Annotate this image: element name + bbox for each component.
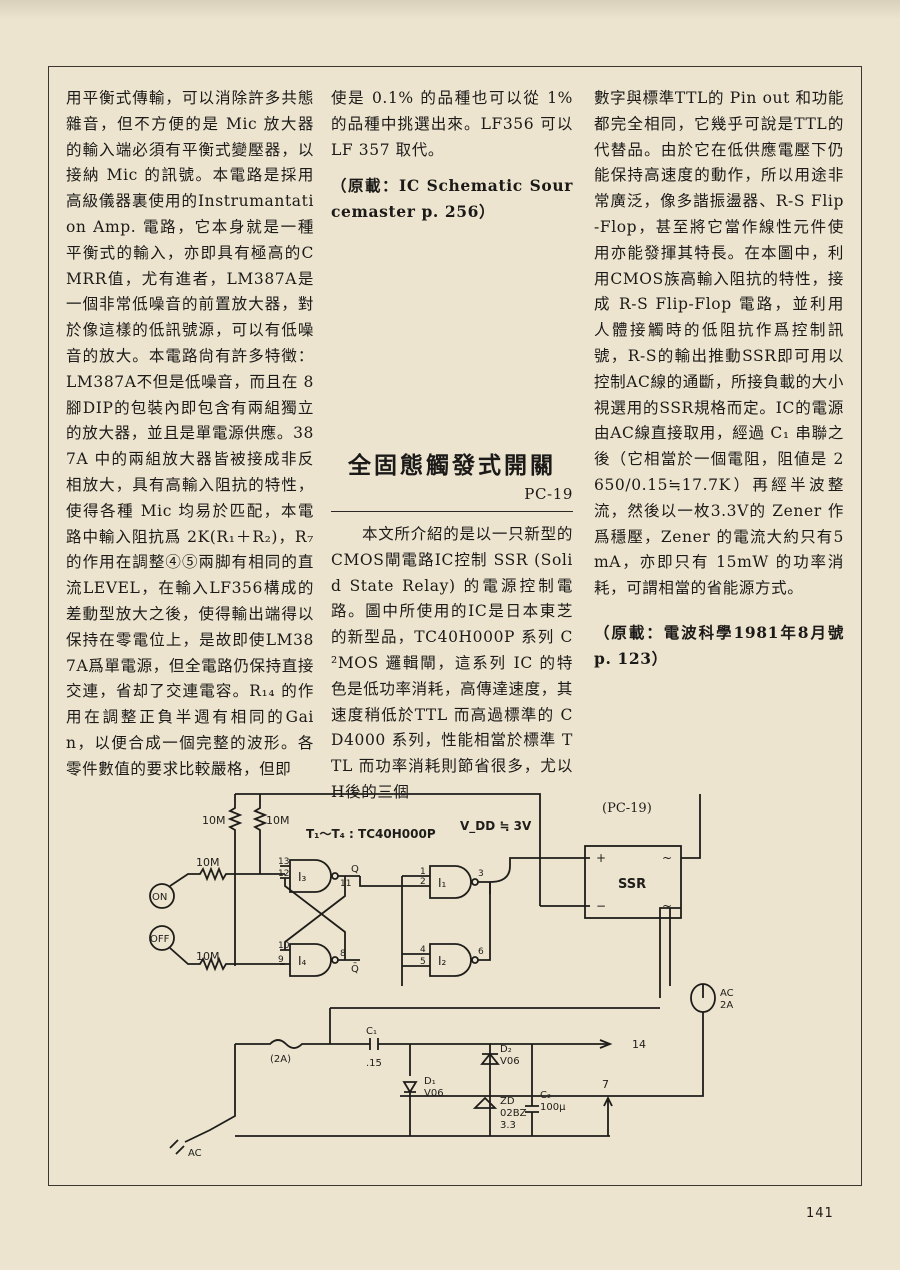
capacitor-c2 <box>525 1044 539 1136</box>
source-citation: （原載：IC Schematic Sourcemaster p. 256） <box>331 176 573 222</box>
page-edge <box>0 0 900 20</box>
zener-zd <box>472 1096 498 1109</box>
pin-9: 9 <box>278 955 284 965</box>
top-rail <box>235 793 541 906</box>
resistor-r-top-2 <box>252 794 268 866</box>
label-fuse: (2A) <box>270 1054 291 1065</box>
title-rule <box>331 510 573 512</box>
label-i4: I₄ <box>298 954 307 968</box>
label-d2-value: V06 <box>500 1056 520 1067</box>
pin-3: 3 <box>478 869 484 879</box>
diode-d2 <box>480 1052 500 1065</box>
label-lamp2: 2A <box>720 1000 733 1011</box>
label-d2: D₂ <box>500 1044 512 1055</box>
ssr-box <box>584 845 682 919</box>
label-i1: I₁ <box>438 876 447 890</box>
column-1: 用平衡式傳輸，可以消除許多共態雜音，但不方便的是 Mic 放大器的輸入端必須有平… <box>66 86 314 783</box>
label-ssr-ac1: ~ <box>662 851 672 865</box>
pin-6: 6 <box>478 947 484 957</box>
label-q: Q <box>351 864 359 875</box>
label-r-on: 10M <box>196 856 220 869</box>
article-code: PC-19 <box>524 484 573 503</box>
label-c1: C₁ <box>366 1026 377 1037</box>
column-3: 數字與標準TTL的 Pin out 和功能都完全相同，它幾乎可說是TTL的代替品… <box>594 86 844 672</box>
circuit-schematic: 10M 10M T₁～T₄ : TC40H000P V_DD ≒ 3V (PC-… <box>149 793 734 1159</box>
label-on: ON <box>152 892 167 903</box>
touch-on-button <box>149 883 175 909</box>
label-zd-voltage: 3.3 <box>500 1120 516 1131</box>
label-ac: AC <box>188 1148 202 1159</box>
column-1-text: 用平衡式傳輸，可以消除許多共態雜音，但不方便的是 Mic 放大器的輸入端必須有平… <box>66 89 314 778</box>
label-ssr-minus: − <box>596 899 606 913</box>
label-i2: I₂ <box>438 954 447 968</box>
column-3-text: 數字與標準TTL的 Pin out 和功能都完全相同，它幾乎可說是TTL的代替品… <box>594 89 844 598</box>
label-ssr-plus: + <box>596 851 606 865</box>
label-ic-note: T₁～T₄ : TC40H000P <box>306 827 436 841</box>
pin-10: 10 <box>278 941 290 951</box>
label-pin14: 14 <box>632 1038 646 1051</box>
label-d1: D₁ <box>424 1076 436 1087</box>
label-zd-value: 02BZ <box>500 1108 527 1119</box>
pin14-arrow <box>599 1039 613 1049</box>
page-number: 141 <box>806 1206 834 1221</box>
label-zd: ZD <box>500 1096 515 1107</box>
pin-1: 1 <box>420 867 426 877</box>
pin-8: 8 <box>340 949 346 959</box>
gate-i2 <box>429 943 472 977</box>
ac-plug <box>169 1139 185 1155</box>
pin7-arrow <box>603 1095 613 1136</box>
label-ssr-ac2: ~ <box>662 899 672 913</box>
article-header: 全固態觸發式開關 PC-19 <box>331 451 573 512</box>
gate-i1 <box>429 865 472 899</box>
on-wire <box>169 866 285 887</box>
pin-5: 5 <box>420 957 426 967</box>
label-lamp: AC <box>720 988 734 999</box>
capacitor-c1 <box>369 1038 491 1136</box>
label-c2-value: 100μ <box>540 1102 566 1113</box>
label-c2: C₂ <box>540 1090 551 1101</box>
cross-coupling <box>284 876 346 960</box>
resistor-r-top-1 <box>227 794 243 966</box>
label-ssr: SSR <box>618 877 646 892</box>
ac-line <box>184 1039 370 1143</box>
label-pin7: 7 <box>602 1078 609 1091</box>
pin-4: 4 <box>420 945 426 955</box>
pin-11: 11 <box>340 879 351 889</box>
column-2: 使是 0.1% 的品種也可以從 1% 的品種中挑選出來。LF356 可以 LF … <box>331 86 573 806</box>
gate-i4 <box>289 943 332 977</box>
label-vdd: V_DD ≒ 3V <box>460 819 532 834</box>
label-d1-value: V06 <box>424 1088 444 1099</box>
label-off: OFF <box>150 934 170 945</box>
pin-2: 2 <box>420 877 426 887</box>
page-frame <box>48 66 862 1186</box>
schematic-caption: (PC-19) <box>602 801 652 816</box>
label-r-top-2: 10M <box>266 814 290 827</box>
label-i3: I₃ <box>298 870 307 884</box>
label-c1-value: .15 <box>366 1058 382 1069</box>
touch-off-button <box>149 925 175 951</box>
column-2-text: 使是 0.1% 的品種也可以從 1% 的品種中挑選出來。LF356 可以 LF … <box>331 89 573 159</box>
gate-i3 <box>289 859 332 893</box>
pin-13: 13 <box>278 857 289 867</box>
article-title: 全固態觸發式開關 <box>348 452 556 479</box>
off-wire <box>169 947 285 972</box>
label-qbar: Q̄ <box>351 962 359 975</box>
pin-12: 12 <box>278 869 289 879</box>
label-r-off: 10M <box>196 950 220 963</box>
label-r-top-1: 10M <box>202 814 226 827</box>
article-body: 本文所介紹的是以一只新型的CMOS閘電路IC控制 SSR (Solid Stat… <box>331 524 573 801</box>
source-citation-2: （原載：電波科學1981年8月號 p. 123） <box>594 622 844 668</box>
diode-d1 <box>402 1044 418 1136</box>
